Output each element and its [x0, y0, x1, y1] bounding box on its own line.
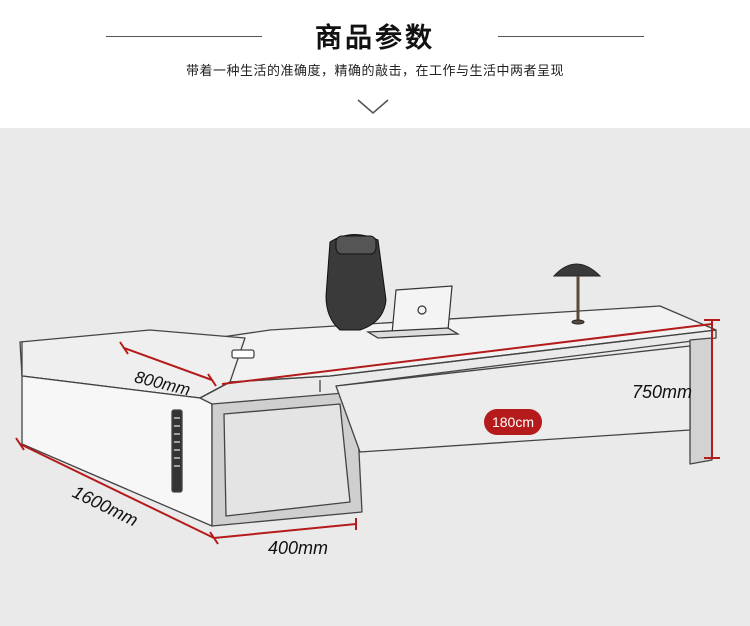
subtitle: 带着一种生活的准确度，精确的敲击，在工作与生活中两者呈现 [185, 64, 564, 79]
dim-line-800 [123, 347, 213, 381]
dim-line-180 [221, 323, 713, 385]
dim-label-main-width: 180cm [484, 409, 542, 435]
title-divider-right [498, 36, 644, 37]
chevron-down-icon [357, 99, 389, 115]
laptop-icon [365, 285, 461, 339]
page-title: 商品参数 [315, 23, 435, 54]
main-desk-leg [689, 337, 713, 465]
dim-label-width-return: 400mm [268, 538, 329, 558]
office-chair-icon [325, 234, 387, 331]
dim-line-400 [213, 523, 357, 539]
dim-line-1600 [19, 443, 215, 539]
drawer-lock-strip [171, 409, 183, 493]
desk-lamp-icon [552, 263, 602, 325]
title-divider-left [106, 36, 262, 37]
dim-label-height: 750mm [632, 382, 693, 402]
header: 商品参数 带着一种生活的准确度，精确的敲击，在工作与生活中两者呈现 [0, 0, 750, 128]
